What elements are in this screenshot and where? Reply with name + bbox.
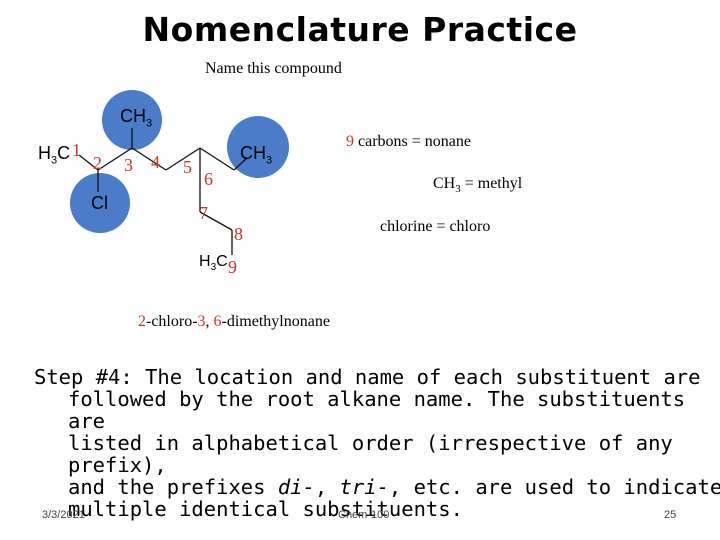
step-di: di- <box>277 475 315 499</box>
chloro-circle <box>70 173 130 233</box>
methyl-ch: CH <box>433 175 456 192</box>
h3c-bottom-label: H3C <box>199 253 228 274</box>
carbon-number-4: 4 <box>151 152 160 172</box>
step-tri: tri- <box>339 475 389 499</box>
carbon-number-1: 1 <box>72 140 81 160</box>
step-line-3: listed in alphabetical order (irrespecti… <box>68 431 673 477</box>
prompt-text: Name this compound <box>205 60 342 77</box>
compound-name: 2-chloro-3, 6-dimethylnonane <box>138 313 330 331</box>
carbon-number-2: 2 <box>93 153 102 173</box>
carbon-chain-bonds <box>78 128 248 255</box>
carbons-count: 9 <box>346 133 354 150</box>
footer-date: 3/3/2021 <box>42 509 85 521</box>
carbons-text: carbons = nonane <box>358 133 471 150</box>
footer-course: Chem-100 <box>338 509 390 521</box>
step-post-text: , etc. are used to indicate <box>388 475 720 499</box>
step-comma: , <box>314 475 340 499</box>
answer-comma: , <box>205 313 214 330</box>
methyl-top-circle <box>102 90 162 150</box>
ch3-top-label: CH3 <box>120 106 153 130</box>
answer-locant-3: 3 <box>197 313 206 330</box>
footer-page-number: 25 <box>664 509 677 521</box>
chloro-fact: chlorine = chloro <box>380 218 491 235</box>
ch3-right-label: CH3 <box>240 143 273 167</box>
step-line-5: multiple identical substituents. <box>68 497 463 521</box>
methyl-rhs: = methyl <box>460 175 523 192</box>
answer-root: -dimethylnonane <box>221 313 330 330</box>
carbon-number-5: 5 <box>183 157 192 177</box>
carbon-number-9: 9 <box>228 257 237 277</box>
step-line-1: Step #4: The location and name of each s… <box>34 365 701 389</box>
step-line-4: and the prefixes di-, tri-, etc. are use… <box>34 475 720 499</box>
carbons-fact: 9 carbons = nonane <box>346 133 471 151</box>
answer-chloro: -chloro- <box>146 313 198 330</box>
molecule-structure <box>70 90 289 255</box>
carbon-number-3: 3 <box>124 155 133 175</box>
cl-label: Cl <box>91 193 108 213</box>
methyl-subscript: 3 <box>455 183 461 196</box>
answer-locant-6: 6 <box>213 313 222 330</box>
carbon-number-6: 6 <box>204 169 213 189</box>
carbon-number-7: 7 <box>199 203 208 223</box>
answer-locant-2: 2 <box>138 313 146 330</box>
methyl-fact: CH3 = methyl <box>433 175 522 195</box>
slide-title: Nomenclature Practice <box>142 10 578 49</box>
carbon-number-8: 8 <box>234 224 243 244</box>
h3c-left-label: H3C <box>38 143 71 167</box>
step-prefix-text: and the prefixes <box>68 475 278 499</box>
step-paragraph: Step #4: The location and name of each s… <box>34 365 720 521</box>
step-line-2: followed by the root alkane name. The su… <box>68 387 686 433</box>
